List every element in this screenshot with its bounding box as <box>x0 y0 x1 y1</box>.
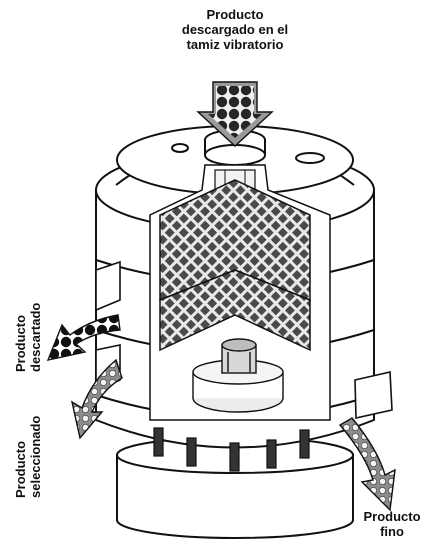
selected-label-line1: Producto <box>14 378 29 498</box>
fine-label-line1: Producto <box>352 510 432 525</box>
discard-label-line1: Producto <box>14 262 29 372</box>
discard-label: Producto descartado <box>14 262 44 372</box>
fine-label-line2: fino <box>352 525 432 540</box>
fine-label: Producto fino <box>352 510 432 540</box>
inlet-label: Producto descargado en el tamiz vibrator… <box>150 8 320 53</box>
inlet-label-line2: descargado en el <box>150 23 320 38</box>
inlet-label-line1: Producto <box>150 8 320 23</box>
inlet-label-line3: tamiz vibratorio <box>150 38 320 53</box>
selected-label: Producto seleccionado <box>14 378 44 498</box>
selected-label-line2: seleccionado <box>29 378 44 498</box>
discard-label-line2: descartado <box>29 262 44 372</box>
